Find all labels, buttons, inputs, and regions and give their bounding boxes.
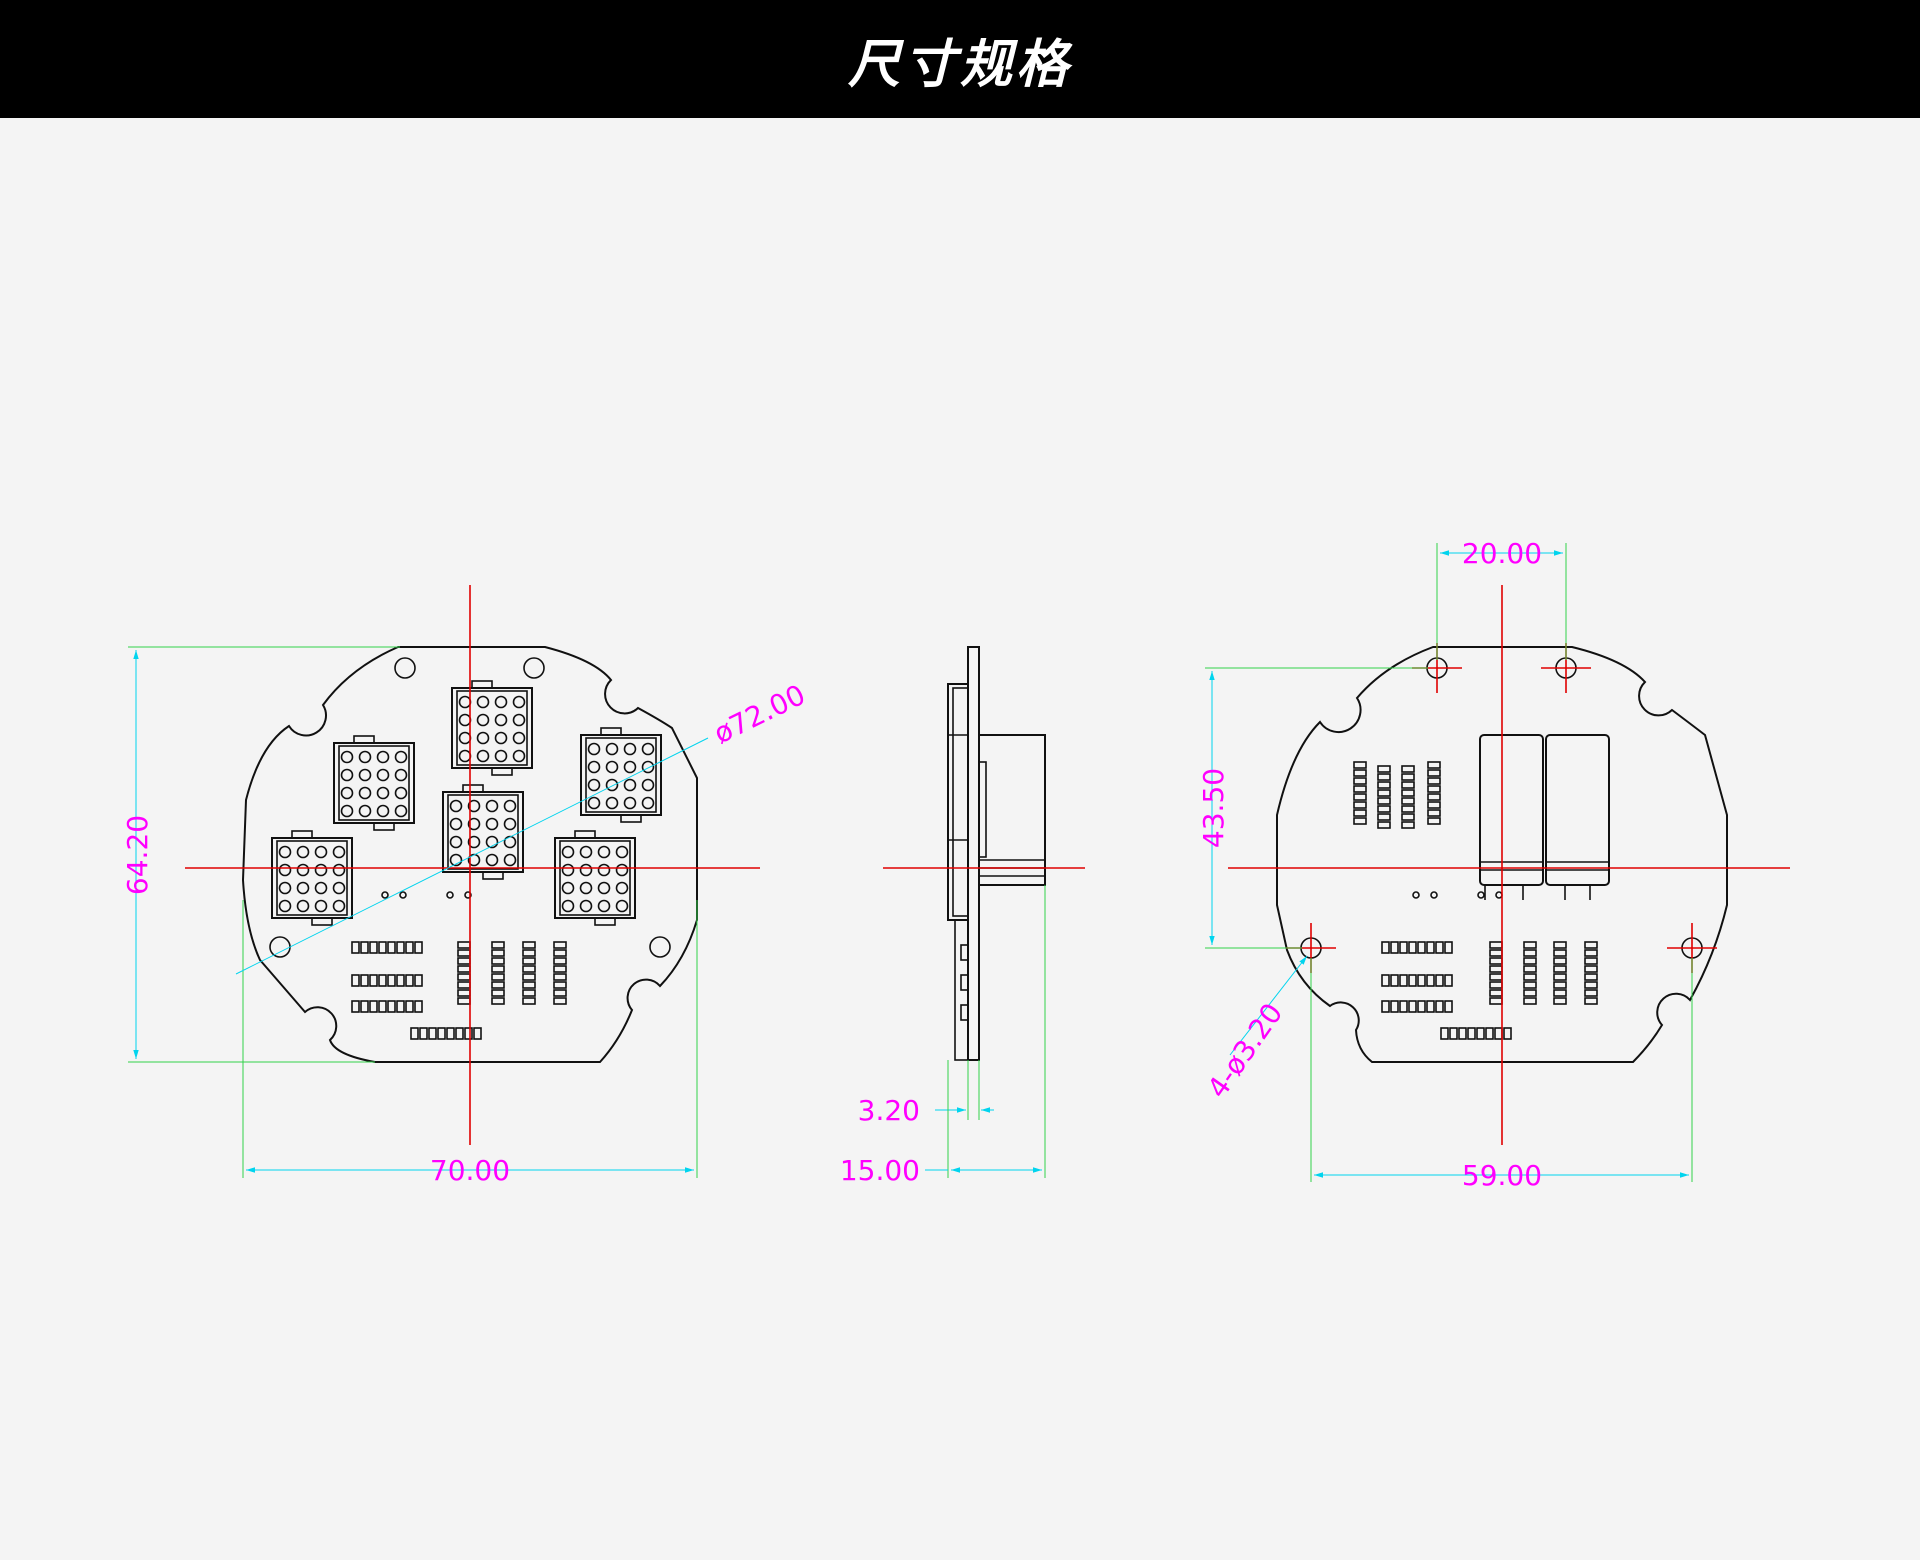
back-smd-row [1440,1027,1512,1040]
front-mount-hole [394,657,416,679]
front-smd-column [491,941,505,1005]
back-hole-spacing-dimension: 20.00 [1462,537,1542,570]
front-connector-block [451,680,533,776]
back-smd-column [1489,941,1503,1005]
front-mount-hole [523,657,545,679]
back-width-dimension: 59.00 [1462,1159,1542,1192]
front-smd-column [553,941,567,1005]
front-connector-block [554,830,636,926]
back-smd-row [1381,1000,1453,1013]
back-smd-row [1381,941,1453,954]
back-smd-column [1523,941,1537,1005]
back-smd-column [1584,941,1598,1005]
back-capacitor [1479,734,1544,900]
front-smd-row [351,974,423,987]
front-height-dimension: 64.20 [121,815,154,895]
front-smd-column [457,941,471,1005]
side-depth-dimension: 15.00 [840,1154,920,1187]
front-width-dimension: 70.00 [430,1154,510,1187]
front-smd-row [351,941,423,954]
back-smd-column [1427,761,1441,825]
back-smd-column [1401,765,1415,829]
back-smd-column [1353,761,1367,825]
back-smd-column [1377,765,1391,829]
back-hole-callout: 4-ø3.20 [1201,997,1290,1104]
front-view: 64.20 70.00 ø72.00 [121,585,811,1187]
back-capacitor [1545,734,1610,900]
front-connector-block [580,727,662,823]
front-mount-hole [269,936,291,958]
back-board-outline [1276,646,1728,1063]
front-diameter-dimension: ø72.00 [709,678,811,750]
side-pcb-plate [967,646,980,1061]
back-hole-offset-dimension: 43.50 [1197,768,1230,848]
side-capacitor [978,734,1046,886]
front-smd-row [351,1000,423,1013]
back-smd-column [1553,941,1567,1005]
front-mount-hole [649,936,671,958]
front-connector-block [333,735,415,831]
back-view: 20.00 43.50 4-ø3.20 59.00 [1197,537,1790,1192]
side-view: 3.20 15.00 [840,646,1085,1187]
front-smd-column [522,941,536,1005]
back-smd-row [1381,974,1453,987]
page-title: 尺寸规格 [847,34,1072,95]
front-connector-block [271,830,353,926]
header-bar: 尺寸规格 [0,0,1920,118]
side-thickness-dimension: 3.20 [858,1094,920,1127]
